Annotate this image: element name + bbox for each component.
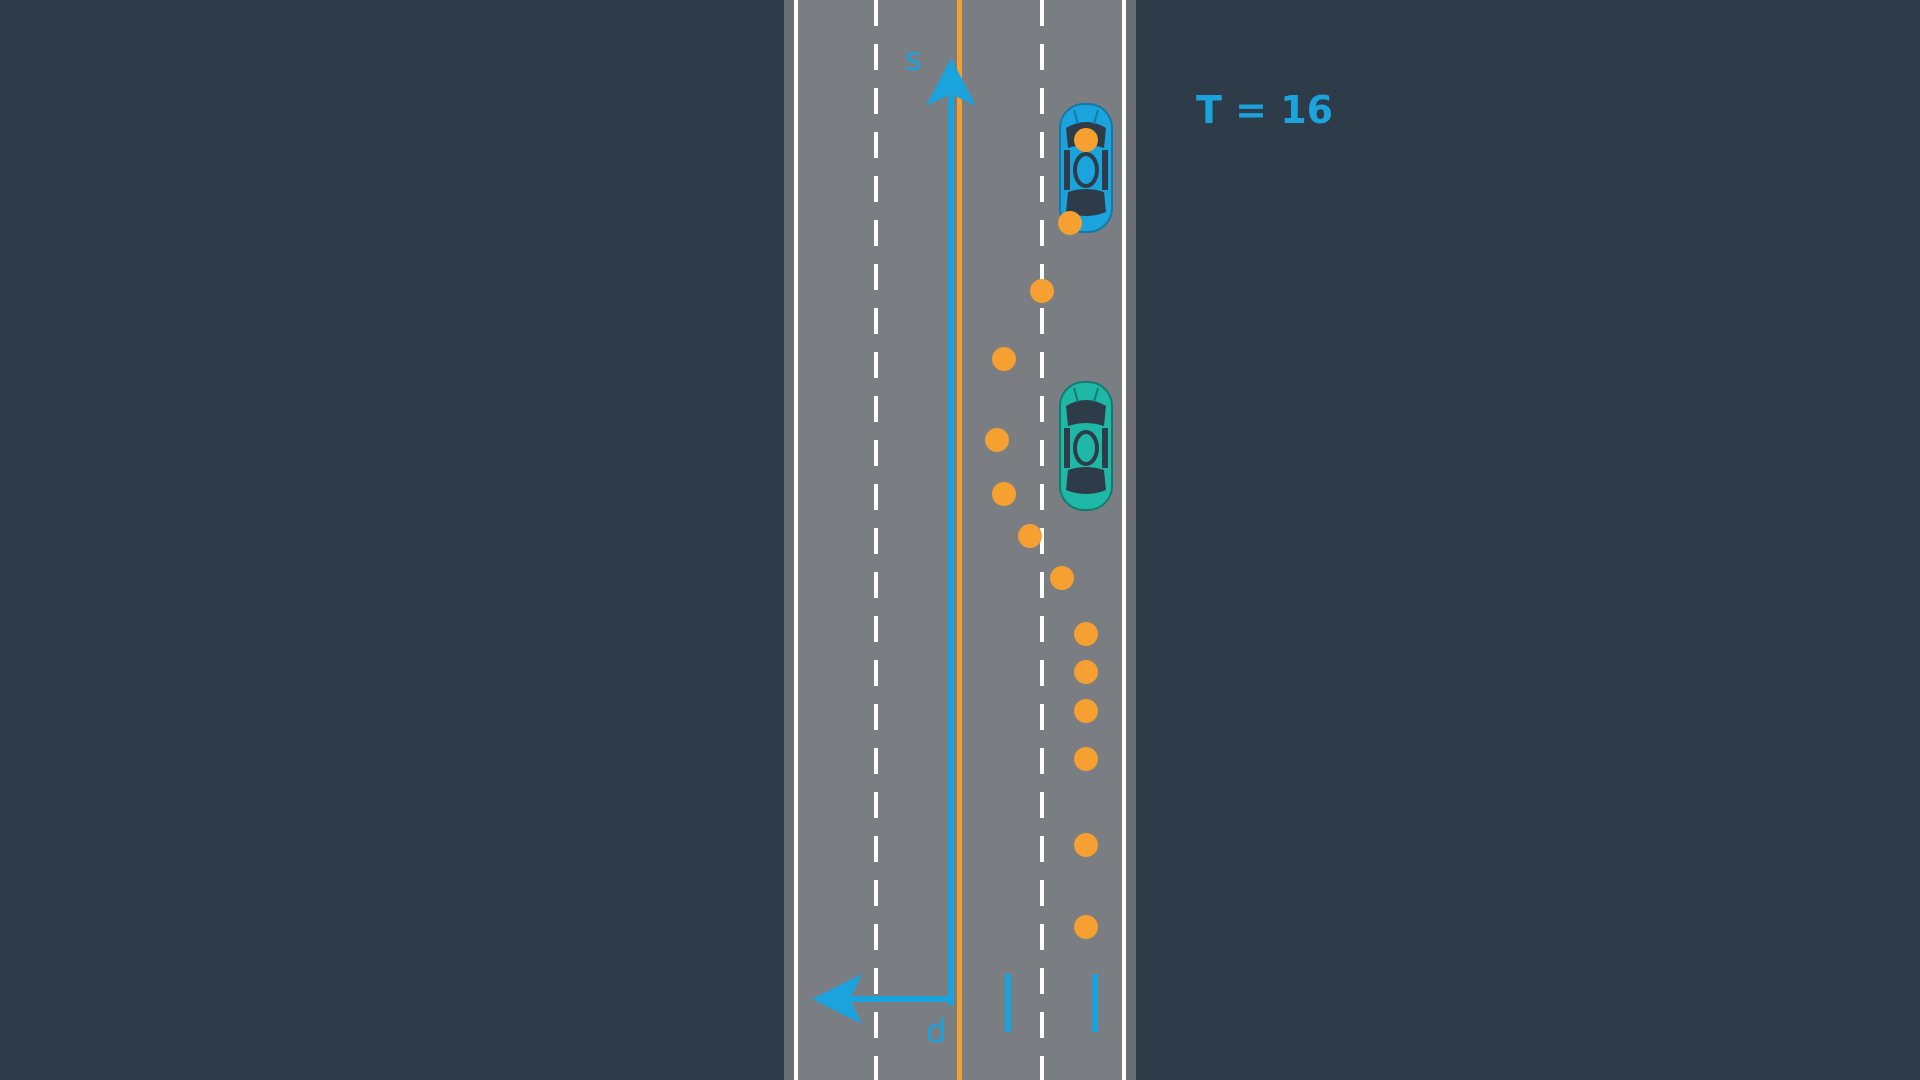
road-shoulder-right <box>1126 0 1136 1080</box>
trajectory-point <box>1074 699 1098 723</box>
trajectory-point <box>1030 279 1054 303</box>
trajectory-point <box>1074 747 1098 771</box>
center-line <box>957 0 962 1080</box>
d-axis-line <box>846 996 954 1002</box>
trajectory-point <box>1058 211 1082 235</box>
trajectory-point <box>985 428 1009 452</box>
trajectory-point <box>1074 128 1098 152</box>
d-axis-arrow-icon <box>812 974 862 1024</box>
d-marker-right-lane <box>1092 974 1098 1032</box>
time-label: T = 16 <box>1196 88 1334 132</box>
trajectory-point <box>1074 622 1098 646</box>
s-axis-arrow-icon <box>926 58 976 106</box>
other-car-icon <box>1059 381 1113 511</box>
road-shoulder-left <box>784 0 794 1080</box>
trajectory-point <box>1018 524 1042 548</box>
trajectory-point <box>1074 833 1098 857</box>
road-edge-right <box>1122 0 1126 1080</box>
trajectory-point <box>1074 915 1098 939</box>
road-edge-left <box>794 0 798 1080</box>
s-axis-line <box>948 95 954 1005</box>
trajectory-point <box>1050 566 1074 590</box>
trajectory <box>985 128 1098 939</box>
d-marker-middle-lane <box>1005 974 1011 1032</box>
trajectory-point <box>992 482 1016 506</box>
s-axis-label: s <box>905 40 922 78</box>
d-axis-label: d <box>926 1012 947 1050</box>
trajectory-point <box>992 347 1016 371</box>
trajectory-point <box>1074 660 1098 684</box>
